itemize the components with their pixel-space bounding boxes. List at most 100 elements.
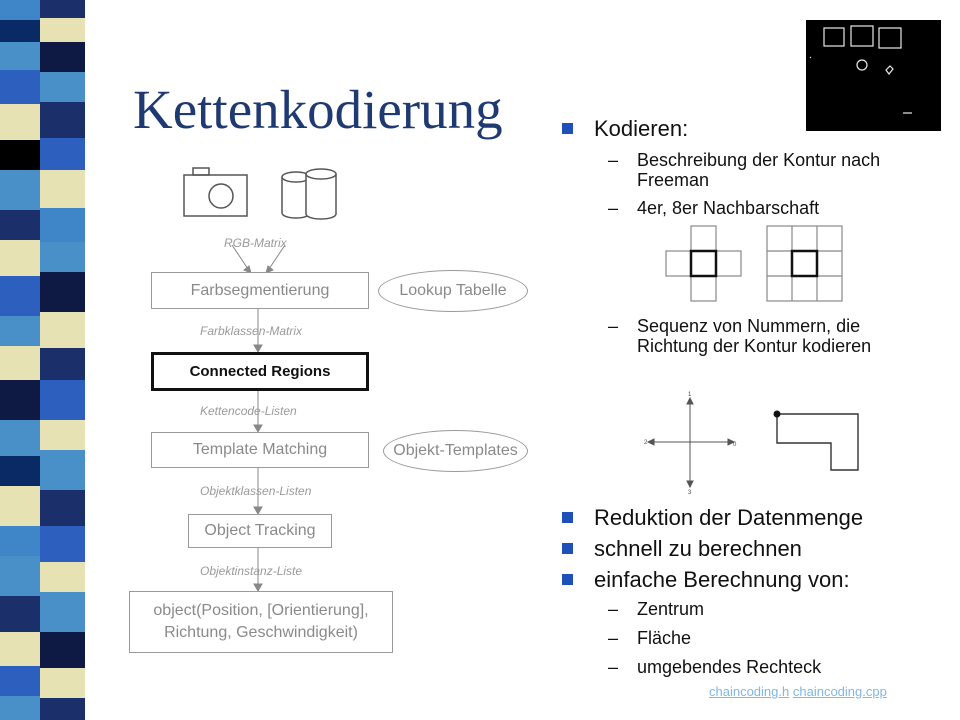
bullet-text: Kodieren: (594, 116, 689, 141)
stripe-block (0, 70, 40, 104)
stripe-block (40, 562, 85, 592)
sub-bullet-text: Fläche (637, 628, 692, 648)
bullet-square-icon (562, 123, 573, 134)
stripe-block (0, 20, 40, 42)
stripe-block (0, 104, 40, 140)
box-connected-regions: Connected Regions (151, 352, 369, 391)
dash: – (608, 198, 619, 218)
box-farbsegmentierung: Farbsegmentierung (151, 272, 369, 309)
camera-icon (183, 167, 248, 217)
stripe-block (0, 140, 40, 170)
stripe-block (40, 420, 85, 450)
bullet-kodieren: Kodieren: (562, 116, 689, 142)
contour-thumbnail (806, 20, 941, 131)
label-objektinstanz-liste: Objektinstanz-Liste (200, 564, 303, 578)
stripe-block (0, 632, 40, 666)
stripe-block (0, 346, 40, 380)
stripe-block (40, 312, 85, 348)
link-chaincoding-cpp[interactable]: chaincoding.cpp (792, 684, 887, 699)
sub-bullet-rechteck: – umgebendes Rechteck (608, 657, 822, 677)
bullet-text: einfache Berechnung von: (594, 567, 850, 592)
bullet-reduktion: Reduktion der Datenmenge (562, 505, 864, 531)
stripe-block (40, 170, 85, 208)
stripe-block (40, 348, 85, 380)
sub-bullet-text: 4er, 8er Nachbarschaft (637, 198, 820, 218)
bullet-text: schnell zu berechnen (594, 536, 802, 561)
stripe-block (40, 242, 85, 272)
direction-label-down: 3 (688, 490, 692, 496)
dash: – (608, 628, 619, 648)
stripe-block (0, 316, 40, 346)
sub-bullet-text: umgebendes Rechteck (637, 657, 822, 677)
stripe-block (40, 208, 85, 242)
stripe-block (0, 526, 40, 556)
chain-start-point (773, 410, 781, 418)
dash: – (608, 150, 619, 170)
bullet-square-icon (562, 543, 573, 554)
stripe-block (40, 526, 85, 562)
stripe-block (0, 556, 40, 596)
stripe-block (40, 138, 85, 170)
stripe-block (40, 72, 85, 102)
source-links: chaincoding.h chaincoding.cpp (709, 684, 887, 699)
sub-bullet-flaeche: – Fläche (608, 628, 692, 648)
stripe-block (40, 698, 85, 720)
sub-bullet-text: Sequenz von Nummern, die Richtung der Ko… (637, 316, 872, 356)
contour-image (809, 25, 912, 114)
stripe-block (40, 632, 85, 668)
box-template-matching: Template Matching (151, 432, 369, 468)
stripe-block (0, 240, 40, 276)
stripe-block (0, 210, 40, 240)
decorative-stripe (0, 0, 90, 720)
stripe-block (40, 592, 85, 632)
bullet-schnell: schnell zu berechnen (562, 536, 802, 562)
oval-lookup-tabelle: Lookup Tabelle (378, 270, 528, 312)
bullet-text: Reduktion der Datenmenge (594, 505, 864, 530)
link-chaincoding-h[interactable]: chaincoding.h (709, 684, 790, 699)
sub-bullet-text: Zentrum (637, 599, 705, 619)
stripe-block (40, 18, 85, 42)
output-line-1: object(Position, [Orientierung], (153, 602, 369, 619)
sub-bullet-nachbarschaft: – 4er, 8er Nachbarschaft (608, 198, 897, 218)
stripe-block (0, 42, 40, 70)
stripe-block (0, 0, 40, 20)
box-object-tracking: Object Tracking (188, 514, 332, 548)
label-kettencode-listen: Kettencode-Listen (200, 404, 297, 418)
stripe-block (40, 272, 85, 312)
direction-label-up: 1 (688, 392, 692, 398)
direction-label-left: 2 (644, 440, 648, 446)
stripe-block (0, 486, 40, 526)
sub-bullet-text: Beschreibung der Kontur nach Freeman (637, 150, 881, 190)
box-object-output: object(Position, [Orientierung], Richtun… (129, 591, 393, 653)
stripe-block (40, 380, 85, 420)
dash: – (608, 599, 619, 619)
dash: – (608, 657, 619, 677)
oval-objekt-templates: Objekt-Templates (383, 430, 528, 472)
sub-bullet-sequenz: – Sequenz von Nummern, die Richtung der … (608, 316, 912, 356)
four-neighborhood-grid (665, 225, 742, 302)
bullet-square-icon (562, 574, 573, 585)
eight-center-cell (790, 249, 819, 278)
stripe-block (0, 696, 40, 720)
stripe-block (40, 668, 85, 698)
stripe-block (0, 276, 40, 316)
stripe-block (40, 490, 85, 526)
direction-label-right: 0 (733, 442, 737, 448)
sub-bullet-freeman: – Beschreibung der Kontur nach Freeman (608, 150, 897, 190)
bullet-square-icon (562, 512, 573, 523)
bullet-berechnung: einfache Berechnung von: (562, 567, 850, 593)
stripe-block (0, 170, 40, 210)
stripe-block (40, 450, 85, 490)
chain-code-path (776, 413, 859, 471)
stripe-block (40, 102, 85, 138)
label-objektklassen-listen: Objektklassen-Listen (200, 484, 312, 498)
stripe-block (0, 596, 40, 632)
output-line-2: Richtung, Geschwindigkeit) (164, 624, 358, 641)
sub-bullet-zentrum: – Zentrum (608, 599, 705, 619)
slide-title: Kettenkodierung (133, 79, 503, 140)
stripe-block (40, 42, 85, 72)
stripe-block (0, 456, 40, 486)
dash: – (608, 316, 619, 336)
stripe-block (0, 380, 40, 420)
label-rgb-matrix: RGB-Matrix (224, 236, 287, 250)
